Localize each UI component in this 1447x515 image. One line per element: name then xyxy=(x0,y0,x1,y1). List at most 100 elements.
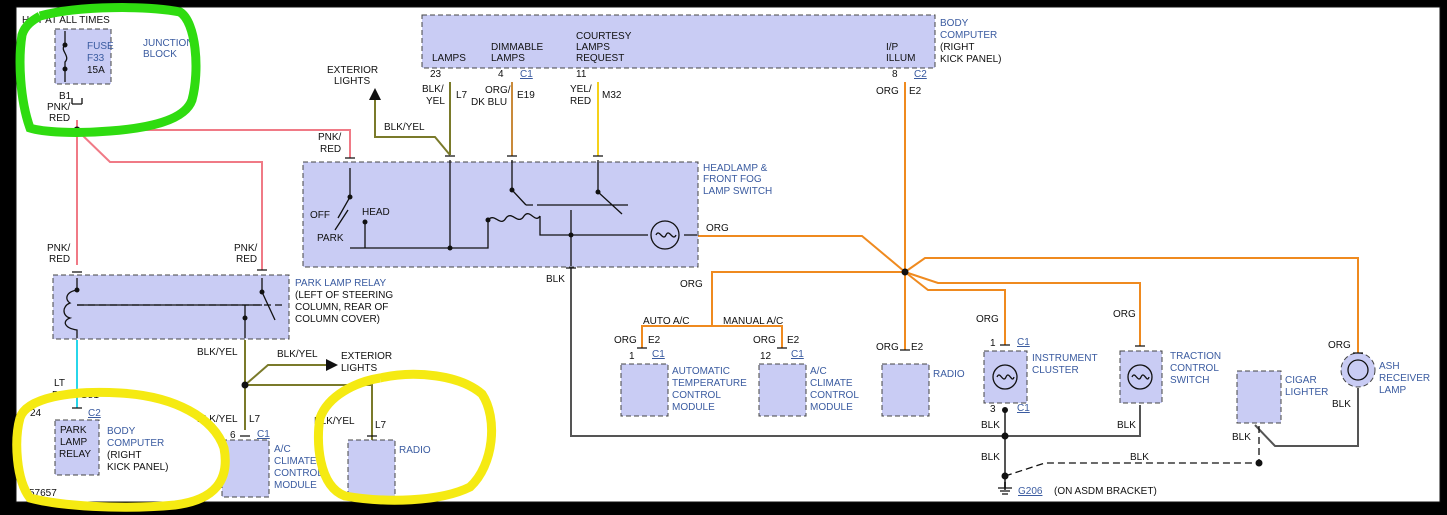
plr-l4: COLUMN COVER) xyxy=(295,314,380,325)
pin-12: 12 xyxy=(760,351,772,362)
bc-bot-l1: BODY xyxy=(107,426,136,437)
w-blk-yel-ac: BLK/YEL xyxy=(197,414,238,425)
bc-pin-ip2: ILLUM xyxy=(886,53,915,64)
bc-top-l4: KICK PANEL) xyxy=(940,54,1002,65)
bc-bot-box2: LAMP xyxy=(60,437,88,448)
body-computer-bottom-box xyxy=(54,419,100,476)
w-red-1: RED xyxy=(49,113,70,124)
pin-23: 23 xyxy=(430,69,442,80)
sw-off: OFF xyxy=(310,210,330,221)
w-org-slash: ORG/ xyxy=(485,85,511,96)
w-l7-top: L7 xyxy=(456,90,468,101)
wire-l7-radio xyxy=(245,384,373,440)
wire-blk-traction xyxy=(1005,405,1141,437)
conn-c2-bottom[interactable]: C2 xyxy=(88,408,101,419)
wire-blk-shield xyxy=(1004,425,1260,477)
ac-right-l3: CONTROL xyxy=(810,390,859,401)
bc-pin-lamps: LAMPS xyxy=(432,53,466,64)
w-dk-blu: DK BLU xyxy=(471,97,507,108)
conn-c1-top[interactable]: C1 xyxy=(520,69,533,80)
w-org-cluster: ORG xyxy=(976,314,999,325)
wire-org-ash xyxy=(904,257,1359,353)
conn-c2-top[interactable]: C2 xyxy=(914,69,927,80)
ext-lights-top-1: EXTERIOR xyxy=(327,65,378,76)
conn-c1-ac[interactable]: C1 xyxy=(257,429,270,440)
bc-pin-ip1: I/P xyxy=(886,42,899,53)
wire-org-manual xyxy=(712,325,783,348)
pin-11: 11 xyxy=(576,69,587,80)
pin-24: 24 xyxy=(30,408,42,419)
bc-bot-l2: COMPUTER xyxy=(107,438,164,449)
pin-b1: B1 xyxy=(59,91,72,102)
park-lamp-relay-box xyxy=(52,274,290,340)
hl-switch-l2: FRONT FOG xyxy=(703,174,762,185)
manual-ac-label: MANUAL A/C xyxy=(723,316,783,327)
traction-l1: TRACTION xyxy=(1170,351,1221,362)
plr-l1: PARK LAMP RELAY xyxy=(295,278,386,289)
w-blk-yel-radio: BLK/YEL xyxy=(314,416,355,427)
ac-left-l3: CONTROL xyxy=(274,468,323,479)
w-blk-slash: BLK/ xyxy=(422,84,444,95)
w-yel: YEL xyxy=(426,96,445,107)
figure-id: 57657 xyxy=(29,488,57,499)
cigar-l2: LIGHTER xyxy=(1285,387,1328,398)
w-blk-shield: BLK xyxy=(1130,452,1149,463)
w-e2-top: E2 xyxy=(909,86,922,97)
wire-blk-yel-exterior-top xyxy=(374,96,451,156)
w-blk-hl: BLK xyxy=(546,274,565,285)
fuse-box xyxy=(54,28,112,85)
plr-l3: COLUMN, REAR OF xyxy=(295,302,388,313)
w-red-2: RED xyxy=(320,144,341,155)
splice-blk xyxy=(1001,432,1009,440)
exterior-lights-arrow-up xyxy=(369,88,381,100)
green-highlight-circle xyxy=(15,3,201,137)
plr-l2: (LEFT OF STEERING xyxy=(295,290,393,301)
ac-right-l4: MODULE xyxy=(810,402,853,413)
wire-blk-cigar xyxy=(1254,388,1359,447)
wire-blk-headlamp-ground xyxy=(570,268,1005,437)
ground-id[interactable]: G206 xyxy=(1018,486,1043,497)
conn-c1-auto[interactable]: C1 xyxy=(652,349,665,360)
ash-l1: ASH xyxy=(1379,361,1400,372)
ground-note: (ON ASDM BRACKET) xyxy=(1054,486,1157,497)
radio-right-label: RADIO xyxy=(933,369,965,380)
traction-l3: SWITCH xyxy=(1170,375,1209,386)
w-pnk-2: PNK/ xyxy=(318,132,342,143)
w-blk-traction: BLK xyxy=(1117,420,1136,431)
ext-lights-bottom-1: EXTERIOR xyxy=(341,351,392,362)
w-e2-radio: E2 xyxy=(911,342,924,353)
conn-c1-cluster[interactable]: C1 xyxy=(1017,337,1030,348)
auto-temp-l1: AUTOMATIC xyxy=(672,366,730,377)
auto-temp-l2: TEMPERATURE xyxy=(672,378,747,389)
junction-block-l2: BLOCK xyxy=(143,49,177,60)
ext-lights-top-2: LIGHTS xyxy=(334,76,370,87)
conn-c1-cluster-bottom[interactable]: C1 xyxy=(1017,403,1030,414)
traction-l2: CONTROL xyxy=(1170,363,1219,374)
ac-climate-right-box xyxy=(758,363,807,417)
junction-block-l1: JUNCTION xyxy=(143,38,194,49)
w-blk-cigar: BLK xyxy=(1232,432,1251,443)
pin-6: 6 xyxy=(230,430,236,441)
w-red-3: RED xyxy=(49,254,70,265)
wire-org-cluster xyxy=(904,271,1006,345)
wire-org-headlamp xyxy=(697,235,906,273)
headlamp-switch-lamp xyxy=(650,220,680,250)
fuse-id: F33 xyxy=(87,53,105,64)
w-pnk-3: PNK/ xyxy=(47,243,71,254)
w-e2-auto: E2 xyxy=(648,335,661,346)
ac-climate-left-box xyxy=(221,439,270,498)
w-yel-slash: YEL/ xyxy=(570,84,592,95)
auto-temp-l4: MODULE xyxy=(672,402,715,413)
sw-head: HEAD xyxy=(362,207,390,218)
ac-left-l2: CLIMATE xyxy=(274,456,317,467)
bc-pin-court3: REQUEST xyxy=(576,53,624,64)
splice-org xyxy=(901,268,909,276)
ash-receiver-box xyxy=(1340,352,1376,388)
yellow-highlight-left xyxy=(12,387,230,512)
conn-c1-manual[interactable]: C1 xyxy=(791,349,804,360)
w-org-manual: ORG xyxy=(753,335,776,346)
hot-at-all-times: HOT AT ALL TIMES xyxy=(22,15,110,26)
pin-4: 4 xyxy=(498,69,504,80)
ground-symbol xyxy=(998,482,1012,495)
w-org-radio: ORG xyxy=(876,342,899,353)
